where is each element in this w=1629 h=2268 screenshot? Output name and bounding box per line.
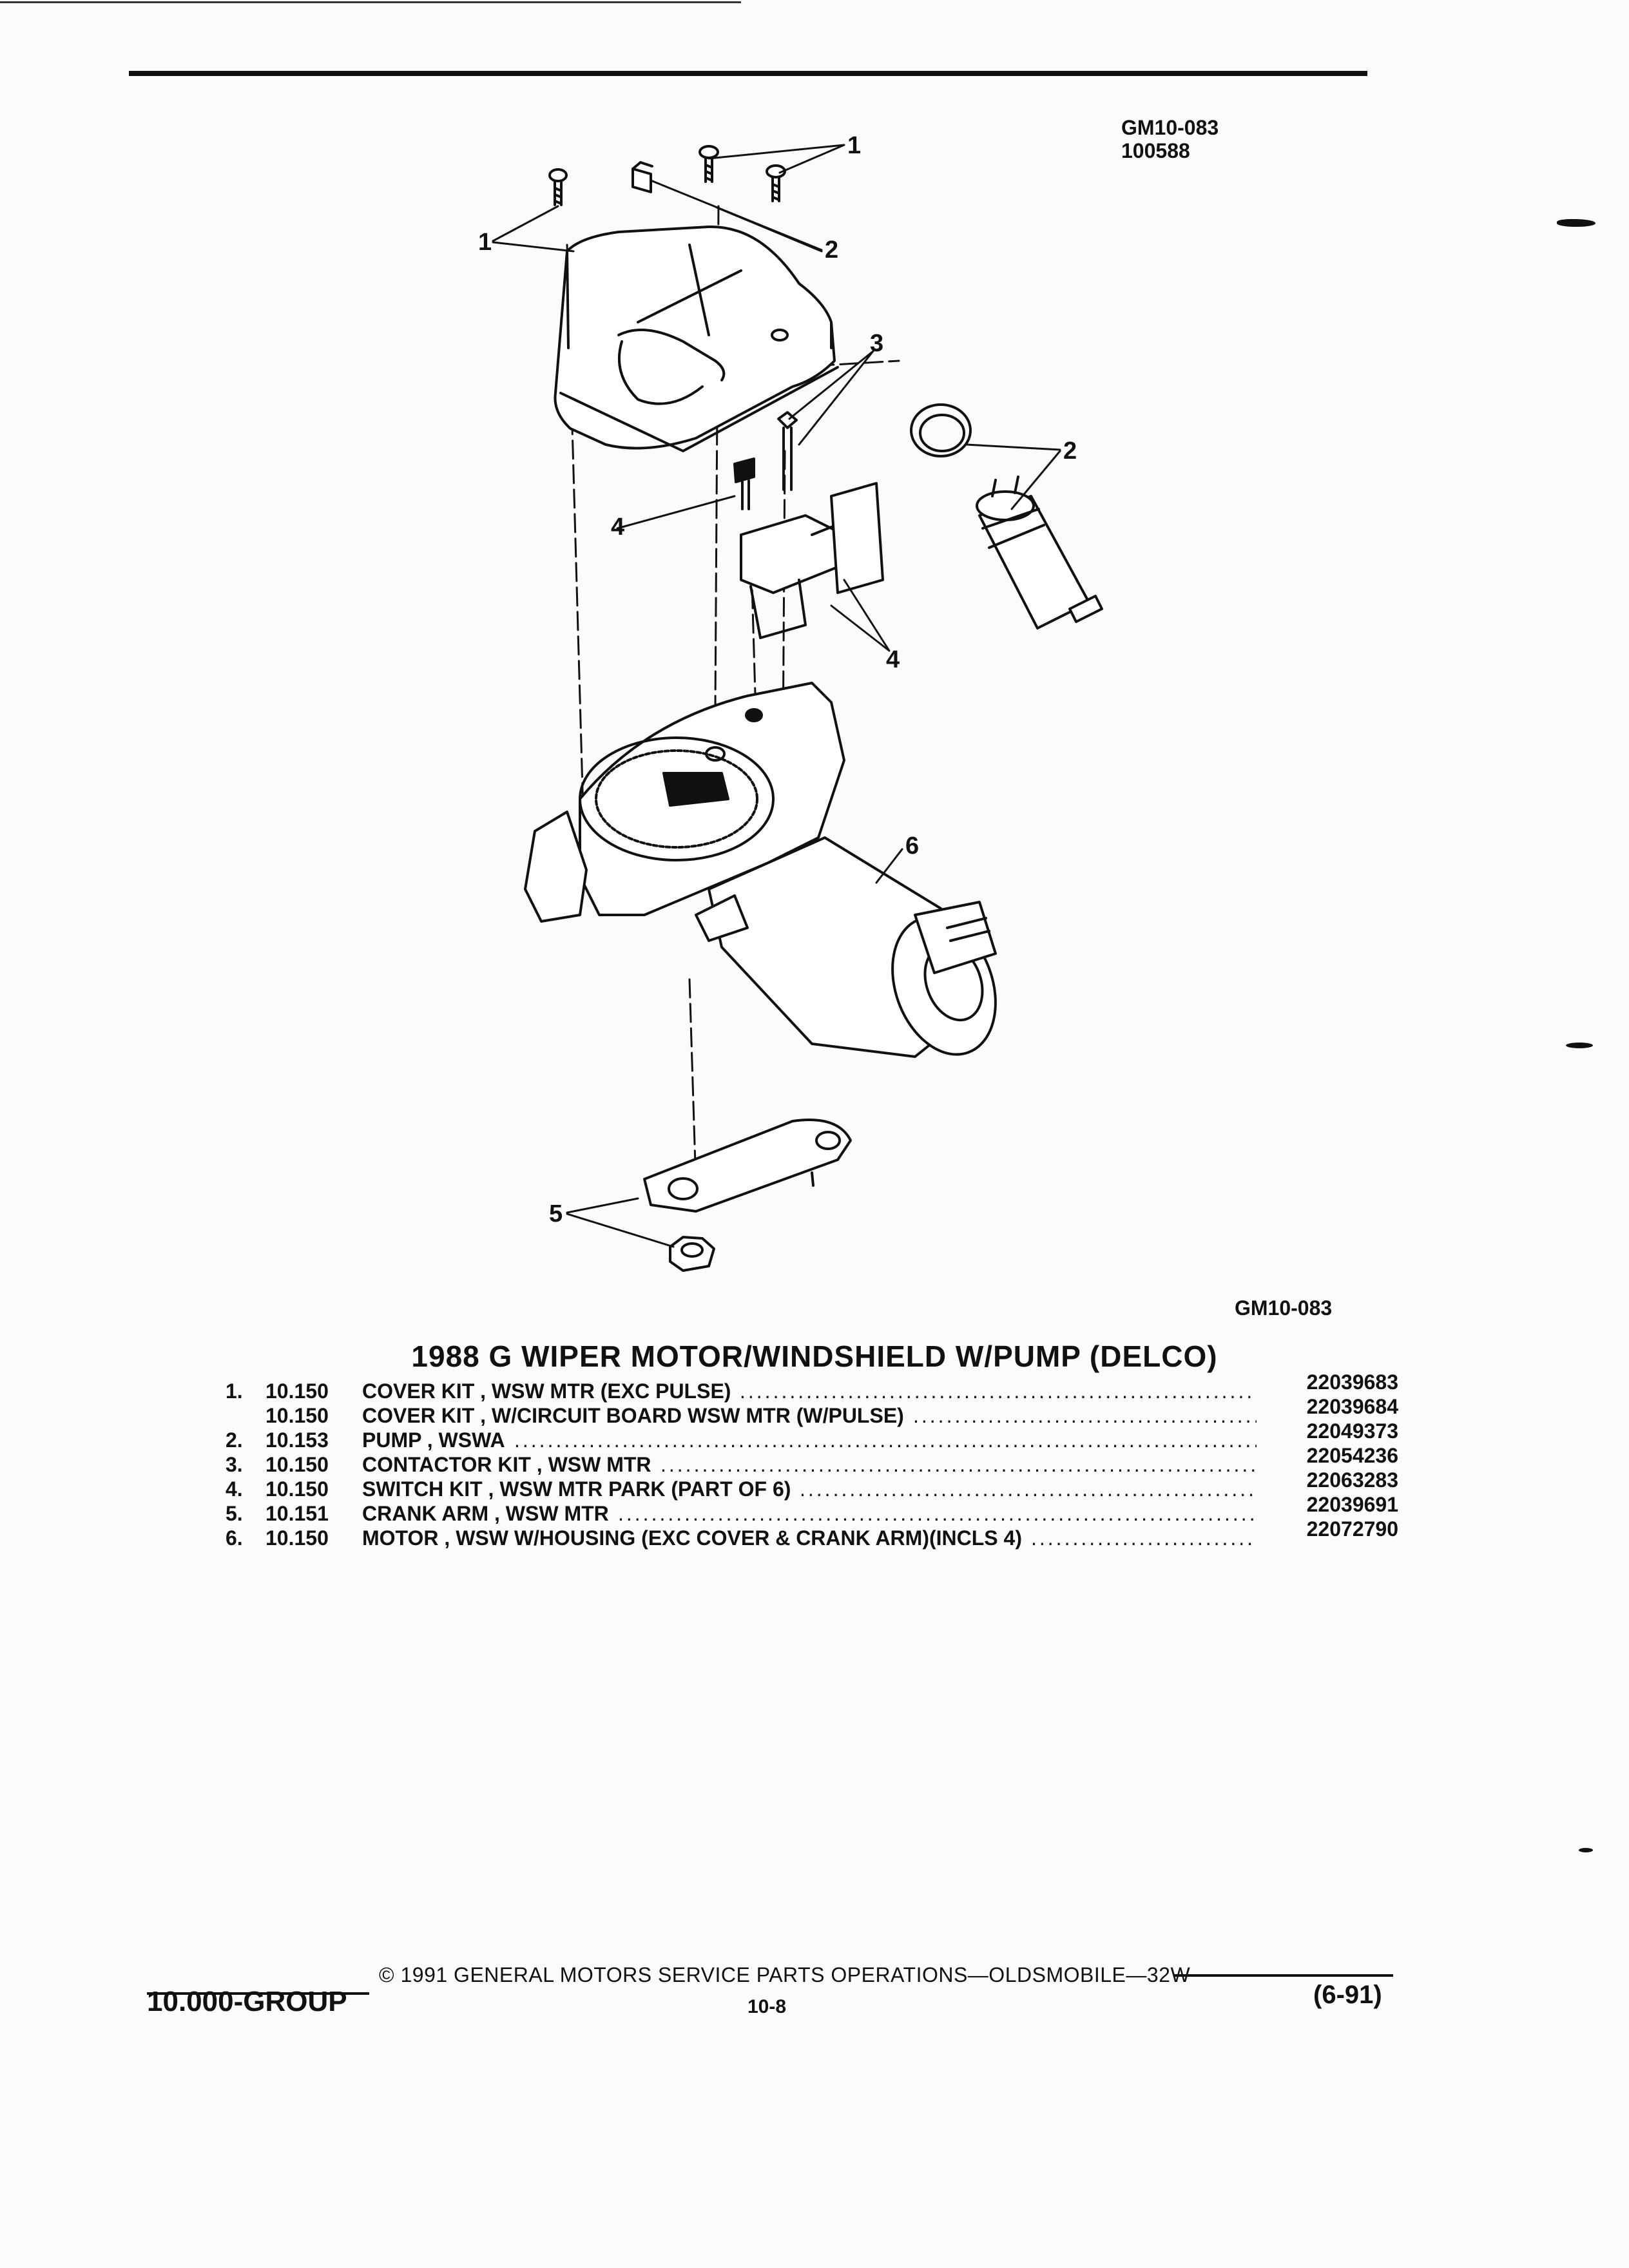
parts-list: 1. 10.150 COVER KIT , WSW MTR (EXC PULSE…: [226, 1370, 1398, 1550]
part-row: 3. 10.150 CONTACTOR KIT , WSW MTR 220542…: [226, 1443, 1398, 1477]
screw-top-right-icon: [766, 164, 786, 202]
part-row: 5. 10.151 CRANK ARM , WSW MTR 22039691 .…: [226, 1492, 1398, 1526]
part-description: CRANK ARM , WSW MTR: [362, 1502, 609, 1525]
illustration-code-block: GM10-083 100588: [1121, 116, 1219, 162]
dot-leader: .............................: [1031, 1526, 1257, 1550]
screw-left-icon: [548, 168, 568, 206]
part-row: 2. 10.153 PUMP , WSWA 22049373 .........…: [226, 1419, 1398, 1452]
exploded-parts-diagram: 1 1 2 3 2 4 4 6 5: [478, 132, 1103, 1272]
part-description: PUMP , WSWA: [362, 1428, 505, 1452]
part-description: MOTOR , WSW W/HOUSING (EXC COVER & CRANK…: [362, 1526, 1022, 1550]
page-number: 10-8: [747, 1996, 787, 2017]
part-ref-number: 5.: [226, 1502, 243, 1525]
part-description: CONTACTOR KIT , WSW MTR: [362, 1453, 651, 1476]
callout-2-pump: 2: [1063, 437, 1077, 465]
top-edge-rule: [0, 1, 741, 3]
callout-6-motor: 6: [905, 832, 919, 860]
figure-code: GM10-083: [1235, 1296, 1333, 1320]
screw-top-left-icon: [699, 145, 719, 183]
scan-mark: [1566, 1043, 1593, 1048]
part-description: COVER KIT , W/CIRCUIT BOARD WSW MTR (W/P…: [362, 1404, 904, 1427]
switch-bolt-icon: [733, 457, 755, 510]
crank-nut-icon: [669, 1236, 715, 1272]
dot-leader: ........................................…: [740, 1379, 1257, 1403]
scan-mark: [1557, 219, 1595, 227]
leader-lines: [492, 144, 1061, 1248]
part-group: 10.150: [265, 1526, 329, 1550]
callout-2-clip: 2: [825, 236, 838, 264]
header-rule: [129, 71, 1367, 76]
part-ref-number: 3.: [226, 1453, 243, 1476]
part-group: 10.153: [265, 1428, 329, 1452]
part-number: 22063283: [1301, 1468, 1398, 1492]
scan-mark: [1579, 1848, 1593, 1852]
part-ref-number: 1.: [226, 1379, 243, 1403]
part-number: 22049373: [1301, 1419, 1398, 1443]
part-row: 6. 10.150 MOTOR , WSW W/HOUSING (EXC COV…: [226, 1517, 1398, 1550]
part-row: 1. 10.150 COVER KIT , WSW MTR (EXC PULSE…: [226, 1370, 1398, 1403]
cover-clip-icon: [631, 161, 653, 193]
section-group: 10.000-GROUP: [147, 1986, 347, 2017]
part-number: 22072790: [1301, 1517, 1398, 1541]
dot-leader: ........................................…: [913, 1404, 1257, 1427]
illustration-code: GM10-083: [1121, 116, 1219, 139]
part-group: 10.150: [265, 1379, 329, 1403]
part-row: 10.150 COVER KIT , W/CIRCUIT BOARD WSW M…: [226, 1394, 1398, 1428]
illustration-sub-code: 100588: [1121, 139, 1190, 162]
callout-4-switch: 4: [886, 646, 900, 673]
wiper-motor-icon: [695, 836, 997, 1058]
part-ref-number: 6.: [226, 1526, 243, 1550]
part-group: 10.150: [265, 1453, 329, 1476]
callout-1-left: 1: [478, 229, 492, 256]
contactor-icon: [777, 411, 798, 491]
park-switch-icon: [740, 482, 884, 639]
part-number: 22039684: [1301, 1394, 1398, 1419]
callout-5-crank: 5: [549, 1200, 563, 1227]
callout-3-contactor: 3: [870, 330, 883, 357]
revision-date: (6-91): [1313, 1981, 1382, 2009]
callout-4-bolt: 4: [611, 514, 624, 541]
pump-seal-icon: [910, 403, 972, 457]
part-ref-number: 2.: [226, 1428, 243, 1452]
copyright-notice: © 1991 GENERAL MOTORS SERVICE PARTS OPER…: [379, 1963, 1191, 1986]
part-group: 10.150: [265, 1404, 329, 1427]
crank-arm-icon: [643, 1119, 852, 1213]
part-description: COVER KIT , WSW MTR (EXC PULSE): [362, 1379, 731, 1403]
part-group: 10.151: [265, 1502, 329, 1525]
part-number: 22039683: [1301, 1370, 1398, 1394]
part-description: SWITCH KIT , WSW MTR PARK (PART OF 6): [362, 1477, 791, 1501]
dot-leader: ........................................…: [660, 1453, 1257, 1476]
washer-pump-icon: [976, 476, 1103, 629]
dot-leader: ........................................…: [514, 1428, 1257, 1452]
footer-rule-right: [1174, 1974, 1393, 1977]
part-number: 22054236: [1301, 1443, 1398, 1468]
dot-leader: ........................................…: [618, 1502, 1257, 1525]
dot-leader: ........................................…: [800, 1477, 1257, 1501]
motor-cover-icon: [554, 225, 839, 452]
page-title: 1988 G WIPER MOTOR/WINDSHIELD W/PUMP (DE…: [411, 1340, 1218, 1373]
part-group: 10.150: [265, 1477, 329, 1501]
footer-rule-left: [147, 1992, 369, 1995]
callout-1-top: 1: [847, 132, 861, 159]
part-ref-number: 4.: [226, 1477, 243, 1501]
part-number: 22039691: [1301, 1492, 1398, 1517]
motor-housing-icon: [524, 682, 845, 923]
part-row: 4. 10.150 SWITCH KIT , WSW MTR PARK (PAR…: [226, 1468, 1398, 1501]
